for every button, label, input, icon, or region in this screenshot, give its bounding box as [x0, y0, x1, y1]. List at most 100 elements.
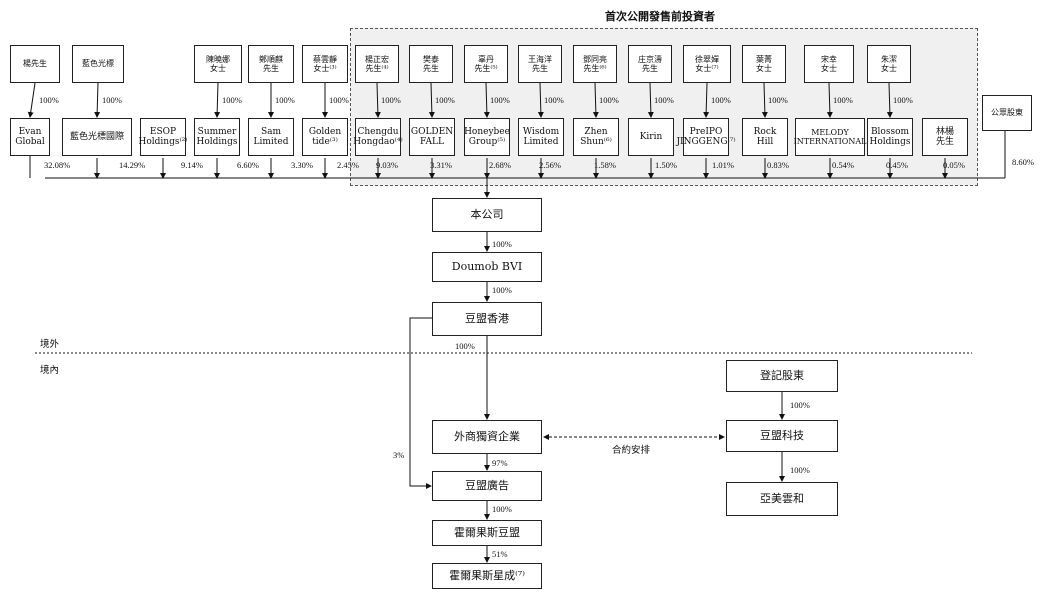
c-song-label: 宋幸 女士: [821, 54, 837, 73]
c-gu-pct: 100%: [490, 95, 510, 105]
c-zheng-box: 鄭順麒 先生: [248, 45, 294, 83]
pct-ad-horgos: 100%: [492, 504, 512, 514]
h-esop-pct: 9.14%: [181, 160, 203, 170]
contract-arrangement-label: 合約安排: [612, 445, 651, 456]
h-kirin-box: Kirin: [628, 118, 674, 156]
hk-to-ad: [409, 317, 432, 489]
c-yang-pct: 100%: [39, 95, 59, 105]
h-honeybee-pct: 2.68%: [489, 160, 511, 170]
h-golden-pct: 2.45%: [337, 160, 359, 170]
company-box: 本公司: [432, 198, 542, 232]
doumob-tech-label: 豆盟科技: [760, 428, 804, 442]
c-yang-arrow: [27, 82, 36, 118]
h-melody-label: MELODY INTERNATIONAL: [793, 127, 867, 146]
c-cai-box: 蔡雲靜 女士⁽³⁾: [302, 45, 348, 83]
h-rock-pct: 0.83%: [767, 160, 789, 170]
c-fan-pct: 100%: [435, 95, 455, 105]
c-fan-box: 樊泰 先生: [409, 45, 453, 83]
pct-hk-wfoe: 100%: [455, 341, 475, 351]
h-evan-pct: 32.08%: [44, 160, 71, 170]
ipo-group-title: 首次公開發售前投資者: [605, 10, 715, 23]
h-lanse-label: 藍色光標國際: [69, 131, 124, 142]
c-wang-arrow: [537, 82, 544, 118]
doumob-bvi-label: Doumob BVI: [451, 259, 523, 273]
c-chen-arrow: [214, 82, 221, 118]
doumob-hk-box: 豆盟香港: [432, 302, 542, 336]
h-sam-label: Sam Limited: [253, 126, 289, 147]
c-gu-box: 辜丹 先生⁽⁵⁾: [464, 45, 508, 83]
c-yangzh-pct: 100%: [381, 95, 401, 105]
c-yangzh-box: 楊正宏 先生⁽⁴⁾: [355, 45, 399, 83]
pct-horgos-xing: 51%: [492, 549, 508, 559]
offshore-label: 境外: [40, 339, 60, 350]
h-sam-pct: 3.30%: [291, 160, 313, 170]
wfoe-box: 外商獨資企業: [432, 420, 542, 454]
c-cai-label: 蔡雲靜 女士⁽³⁾: [313, 54, 337, 73]
c-xu-pct: 100%: [711, 95, 731, 105]
h-kirin-label: Kirin: [639, 131, 663, 142]
h-esop-label: ESOP Holdings⁽²⁾: [138, 126, 188, 147]
c-yang-box: 楊先生: [10, 45, 60, 83]
h-preipo-label: PreIPO JINGGENG⁽⁷⁾: [676, 126, 736, 147]
c-zheng-label: 鄭順麒 先生: [259, 54, 283, 73]
c-zhuang-label: 庄京濤 先生: [638, 54, 662, 73]
h-lin-pct: 0.05%: [943, 160, 965, 170]
c-wang-pct: 100%: [544, 95, 564, 105]
c-xu-label: 徐翠嬋 女士⁽⁷⁾: [695, 54, 719, 73]
c-zhu-box: 朱潔 女士: [867, 45, 911, 83]
doumob-ad-label: 豆盟廣告: [465, 478, 509, 492]
c-deng-label: 鄧同亮 先生⁽⁶⁾: [583, 54, 607, 73]
c-zhuang-arrow: [647, 82, 654, 118]
h-summer-label: Summer Holdings: [196, 126, 238, 147]
h-rock-box: Rock Hill: [742, 118, 788, 156]
pct-hk-ad: 3%: [393, 450, 405, 460]
c-fan-label: 樊泰 先生: [423, 54, 439, 73]
c-yang-label: 楊先生: [23, 59, 47, 69]
c-song-arrow: [826, 82, 833, 118]
h-chengdu-box: Chengdu Hongdao⁽⁴⁾: [353, 118, 403, 156]
h-lin-label: 林楊 先生: [935, 126, 954, 147]
c-lanse-box: 藍色光標: [72, 45, 124, 83]
c-lanse-pct: 100%: [102, 95, 122, 105]
c-deng-arrow: [592, 82, 599, 118]
public-shareholders-pct: 8.60%: [1012, 157, 1034, 167]
public-shareholders-label: 公眾股東: [991, 108, 1023, 118]
h-zhen-pct: 1.58%: [594, 160, 616, 170]
c-deng-pct: 100%: [599, 95, 619, 105]
c-ye-box: 葉菁 女士: [742, 45, 786, 83]
h-zhen-label: Zhen Shun⁽⁶⁾: [580, 126, 612, 147]
c-yangzh-arrow: [374, 82, 381, 118]
c-lanse-label: 藍色光標: [82, 59, 114, 69]
h-summer-pct: 6.60%: [237, 160, 259, 170]
wfoe-label: 外商獨資企業: [454, 429, 520, 443]
horgos-doumob-box: 霍爾果斯豆盟: [432, 520, 542, 546]
doumob-bvi-box: Doumob BVI: [432, 252, 542, 282]
h-goldenfall-box: GOLDEN FALL: [409, 118, 455, 156]
registered-shareholders-box: 登記股東: [726, 360, 838, 392]
company-label: 本公司: [470, 207, 504, 221]
c-cai-pct: 100%: [329, 95, 349, 105]
h-wisdom-box: Wisdom Limited: [518, 118, 564, 156]
h-honeybee-box: Honeybee Group⁽⁵⁾: [464, 118, 510, 156]
h-preipo-box: PreIPO JINGGENG⁽⁷⁾: [676, 118, 736, 156]
pct-company-bvi: 100%: [492, 239, 512, 249]
horgos-xingcheng-box: 霍爾果斯星成⁽⁷⁾: [432, 563, 542, 589]
pct-wfoe-ad: 97%: [492, 458, 508, 468]
c-chen-box: 陳曉娜 女士: [194, 45, 242, 83]
c-song-box: 宋幸 女士: [804, 45, 854, 83]
h-golden-box: Golden tide⁽³⁾: [302, 118, 348, 156]
onshore-label: 境內: [40, 365, 60, 376]
public-shareholders-box: 公眾股東: [982, 95, 1032, 131]
h-summer-box: Summer Holdings: [194, 118, 240, 156]
c-zhuang-pct: 100%: [654, 95, 674, 105]
h-evan-label: Evan Global: [15, 126, 45, 147]
c-zhuang-box: 庄京濤 先生: [628, 45, 672, 83]
c-fan-arrow: [428, 82, 435, 118]
c-gu-arrow: [483, 82, 490, 118]
h-honeybee-label: Honeybee Group⁽⁵⁾: [464, 126, 510, 147]
yamei-label: 亞美雲和: [760, 491, 804, 505]
h-zhen-box: Zhen Shun⁽⁶⁾: [573, 118, 619, 156]
c-lanse-arrow: [94, 82, 101, 118]
c-xu-box: 徐翠嬋 女士⁽⁷⁾: [683, 45, 731, 83]
yamei-box: 亞美雲和: [726, 482, 838, 516]
